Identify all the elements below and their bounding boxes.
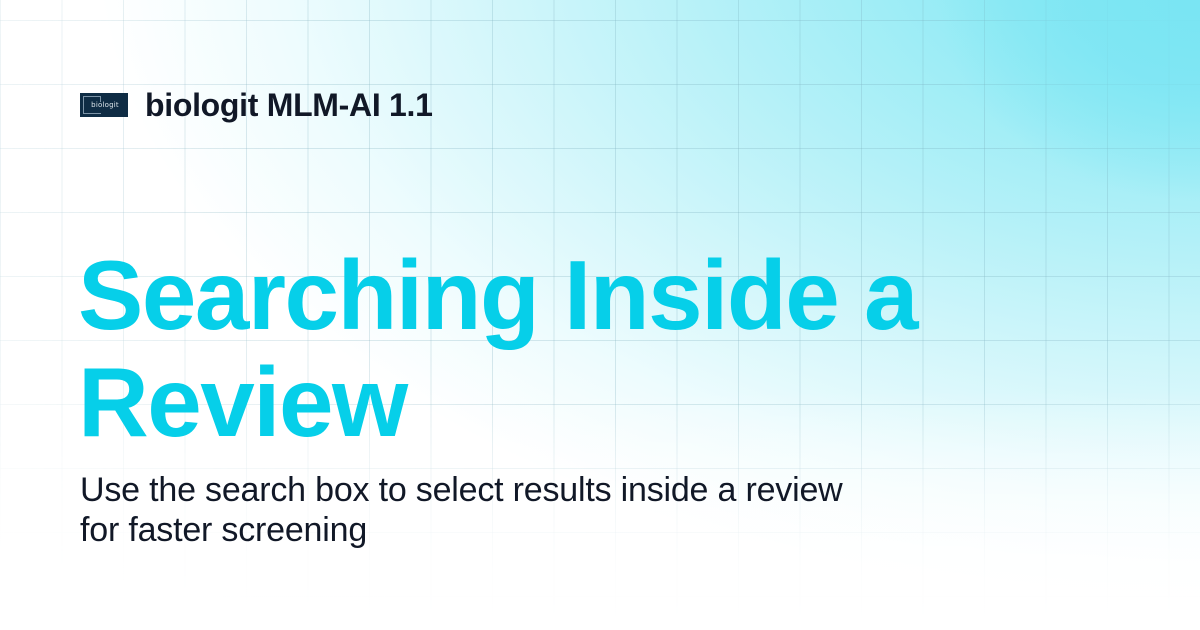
brand-header: biologit biologit MLM-AI 1.1 xyxy=(80,88,433,122)
logo-bracket-shape xyxy=(83,96,101,114)
product-name: biologit MLM-AI 1.1 xyxy=(145,87,433,123)
biologit-logo-icon: biologit xyxy=(80,93,128,117)
logo-wordmark: biologit xyxy=(91,101,119,109)
logo-bracket-tick xyxy=(100,96,101,102)
page-title: Searching Inside a Review xyxy=(78,240,918,457)
hero-card: biologit biologit MLM-AI 1.1 Searching I… xyxy=(78,0,1200,630)
page-subtitle: Use the search box to select results ins… xyxy=(80,471,843,549)
